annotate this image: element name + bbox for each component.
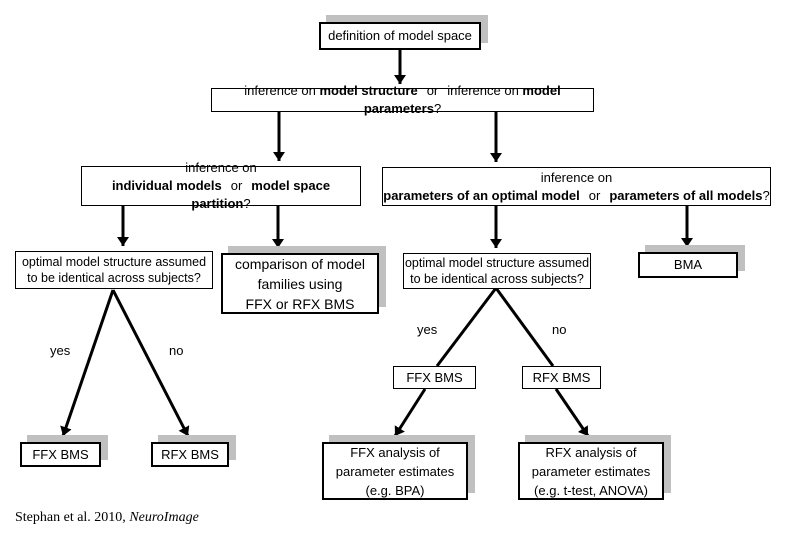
identical-left-line-1: optimal model structure assumed (21, 255, 207, 269)
no-label-left: no (169, 343, 184, 358)
q-individual-line-1: inference on (185, 160, 257, 175)
citation-journal: NeuroImage (129, 510, 199, 525)
bma-label: BMA (673, 257, 703, 272)
rfx-bms-box-right: RFX BMS (522, 366, 601, 389)
ffx-bms-right-label: FFX BMS (406, 369, 463, 385)
q-structure-pre-2: inference on (447, 83, 523, 98)
q-structure-bold-1: model structure (319, 83, 418, 98)
citation-text: Stephan et al. 2010, (15, 510, 130, 525)
rfx-bms-left-label: RFX BMS (161, 446, 219, 462)
structure-or-parameters-question-box: inference on model structure or inference … (211, 83, 594, 116)
identical-right-line-1: optimal model structure assumed (404, 256, 590, 270)
ffx-analysis-line-1: FFX analysis of (350, 444, 440, 460)
definition-of-model-space-box: definition of model space (319, 22, 481, 50)
identical-across-subjects-question-right-box: optimal model structure assumed to be id… (403, 253, 591, 289)
line-no-right-to-rfx-bms (494, 287, 555, 367)
arrow-rfx-bms-to-rfx-analysis (554, 388, 590, 437)
ffx-bms-box-left: FFX BMS (20, 442, 101, 467)
rfx-bms-right-label: RFX BMS (532, 369, 591, 385)
q-structure-qmark: ? (433, 101, 442, 116)
q-parameters-line-1: inference on (540, 169, 613, 185)
identical-across-subjects-question-left-box: optimal model structure assumed to be id… (15, 251, 213, 289)
rfx-bms-box-left: RFX BMS (151, 442, 229, 467)
yes-label-left: yes (50, 343, 71, 358)
comparison-line-2: families using (257, 275, 343, 292)
rfx-analysis-line-2: parameter estimates (531, 463, 651, 479)
q-structure-bold-2: model parameters (363, 83, 561, 116)
ffx-bms-box-right: FFX BMS (393, 366, 476, 389)
q-parameters-line-2: parameters of an optimal model or paramete… (383, 187, 769, 205)
arrow-ffx-bms-to-ffx-analysis (393, 388, 427, 437)
q-parameters-qmark: ? (762, 187, 770, 203)
identical-right-line-2: to be identical across subjects? (410, 272, 584, 286)
definition-of-model-space-label: definition of model space (328, 28, 472, 43)
citation: Stephan et al. 2010, NeuroImage (15, 510, 199, 526)
no-label-right: no (552, 322, 567, 337)
bma-box: BMA (638, 252, 738, 278)
rfx-analysis-line-3: (e.g. t-test, ANOVA) (534, 482, 648, 498)
q-individual-or: or (230, 178, 243, 193)
q-individual-qmark: ? (243, 196, 251, 211)
ffx-bms-left-label: FFX BMS (32, 446, 89, 462)
optimal-or-all-parameters-question-box: inference on parameters of an optimal mo… (382, 167, 771, 206)
q-individual-bold-2: model space partition (191, 178, 331, 211)
yes-label-right: yes (417, 322, 438, 337)
ffx-analysis-line-2: parameter estimates (335, 463, 455, 479)
structure-or-parameters-question-text: inference on model structure or inference … (212, 82, 593, 118)
q-parameters-bold-1: parameters of an optimal model (383, 187, 580, 203)
identical-left-line-2: to be identical across subjects? (27, 271, 201, 285)
q-parameters-or: or (588, 187, 601, 203)
comparison-line-1: comparison of model (235, 255, 365, 272)
q-parameters-bold-2: parameters of all models (609, 187, 763, 203)
rfx-analysis-box: RFX analysis of parameter estimates (e.g… (518, 442, 664, 500)
arrow-yes-left-to-ffx-bms (60, 289, 115, 437)
arrow-no-left-to-rfx-bms (111, 289, 190, 437)
model-families-comparison-box: comparison of model families using FFX o… (221, 253, 379, 314)
comparison-line-3: FFX or RFX BMS (245, 295, 355, 312)
rfx-analysis-line-1: RFX analysis of (545, 444, 637, 460)
ffx-analysis-line-3: (e.g. BPA) (365, 482, 425, 498)
q-structure-or: or (426, 83, 439, 98)
q-individual-bold-1: individual models (111, 178, 222, 193)
line-yes-right-to-ffx-bms (435, 287, 498, 367)
ffx-analysis-box: FFX analysis of parameter estimates (e.g… (322, 442, 468, 500)
q-structure-pre: inference on (244, 83, 320, 98)
